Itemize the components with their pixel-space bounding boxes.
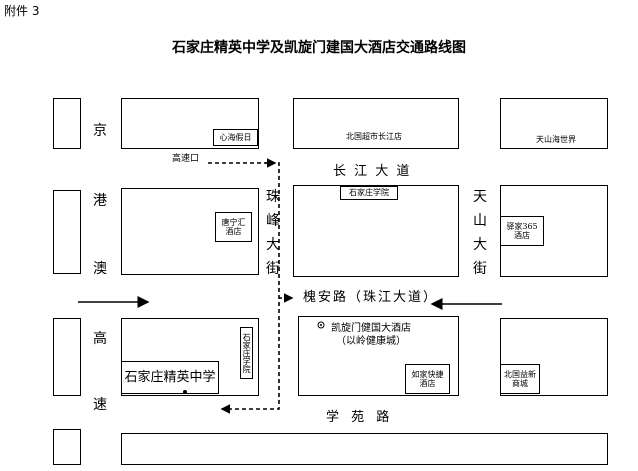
block-left-2 — [53, 190, 81, 274]
road-zhufeng-char: 峰 — [266, 213, 280, 229]
attachment-label: 附件 3 — [4, 4, 40, 18]
block-left-3 — [53, 318, 81, 396]
map-title: 石家庄精英中学及凯旋门建国大酒店交通路线图 — [172, 40, 466, 56]
label-tangning: 唐宁汇酒店 — [215, 212, 252, 242]
road-tianshan-char: 天 — [473, 189, 487, 205]
block-b2 — [293, 185, 459, 277]
road-zhufeng-char: 珠 — [266, 189, 280, 205]
road-xueyuan: 学 苑 路 — [326, 410, 394, 425]
block-b1 — [293, 98, 459, 149]
road-tianshan-char: 大 — [473, 237, 487, 253]
label-sjz-college-top: 石家庄学院 — [340, 186, 398, 200]
block-bottom-long — [121, 433, 608, 465]
block-left-4 — [53, 429, 81, 465]
label-beiguo-changjiang: 北国超市长江店 — [346, 132, 402, 142]
route-dashed-main — [208, 162, 280, 414]
road-jinggangao-char: 速 — [93, 397, 107, 413]
kaixuanmen-label: 凯旋门健国大酒店 （以岭健康城） — [315, 322, 427, 348]
block-c1 — [500, 98, 608, 149]
label-jingying-school: 石家庄精英中学 — [121, 361, 219, 394]
label-beiguo-yixin: 北国益新商城 — [500, 364, 540, 394]
block-left-1 — [53, 98, 81, 149]
road-changjiang: 长 江 大 道 — [333, 164, 412, 179]
label-tianshan-world: 天山海世界 — [536, 135, 576, 145]
label-xinhai: 心海假日 — [213, 129, 258, 146]
road-jinggangao-char: 高 — [93, 331, 107, 347]
road-tianshan-char: 街 — [473, 261, 487, 277]
label-sjz-college-side: 石家庄学院 — [240, 327, 253, 379]
school-marker — [183, 390, 187, 394]
road-jinggangao-char: 港 — [93, 193, 107, 209]
road-zhufeng-char: 大 — [266, 237, 280, 253]
road-jinggangao-char: 澳 — [93, 261, 107, 277]
hotel-marker — [317, 321, 325, 329]
label-rujia: 如家快捷酒店 — [405, 364, 450, 394]
kaixuanmen-name: 凯旋门健国大酒店 — [331, 323, 411, 334]
road-zhufeng-char: 街 — [266, 261, 280, 277]
road-huaian: 槐安路（珠江大道） — [303, 290, 439, 305]
kaixuanmen-subname: （以岭健康城） — [336, 336, 406, 347]
label-gaosukou: 高速口 — [172, 154, 200, 164]
road-jinggangao-char: 京 — [93, 123, 107, 139]
road-tianshan-char: 山 — [473, 213, 487, 229]
label-yijia365: 驿家365酒店 — [500, 216, 544, 246]
